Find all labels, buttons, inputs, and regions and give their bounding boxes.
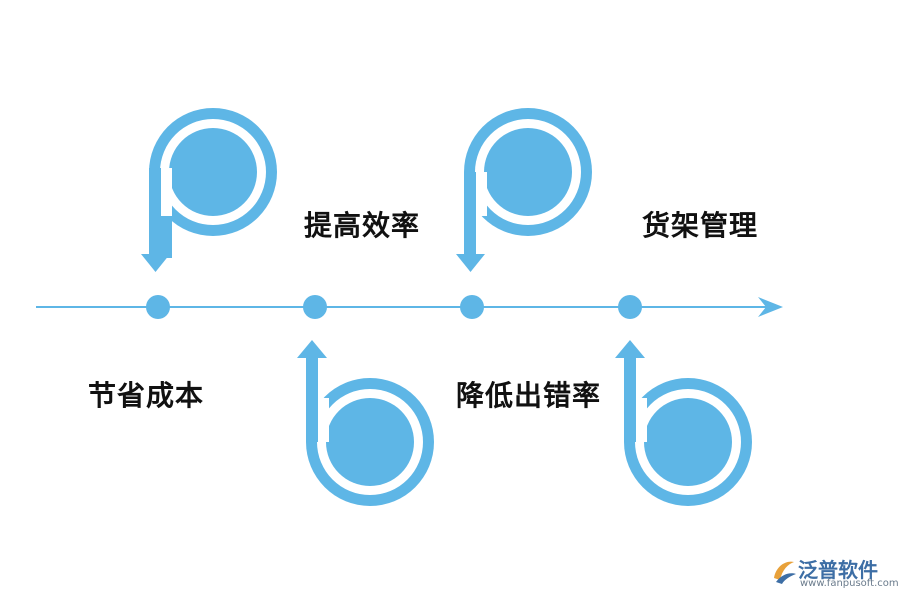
timeline-node-3 <box>460 295 484 319</box>
p-arrow-icon <box>456 108 592 272</box>
timeline-node-2 <box>303 295 327 319</box>
timeline-node-1 <box>146 295 170 319</box>
brand-url: www.fanpusoft.com <box>800 578 899 589</box>
step-label-error-rate: 降低出错率 <box>456 379 602 412</box>
p-arrow-icon <box>141 108 277 272</box>
step-label-cost-saving: 节省成本 <box>88 379 205 412</box>
timeline-node-4 <box>618 295 642 319</box>
step-label-efficiency: 提高效率 <box>304 209 421 242</box>
step-label-shelf-management: 货架管理 <box>642 209 759 242</box>
b-arrow-icon <box>615 340 752 506</box>
brand-logo-icon <box>774 561 796 584</box>
brand-watermark: 泛普软件 www.fanpusoft.com <box>770 552 899 594</box>
b-arrow-icon <box>297 340 434 506</box>
timeline-arrowhead <box>758 297 783 317</box>
brand-name: 泛普软件 <box>798 558 878 582</box>
